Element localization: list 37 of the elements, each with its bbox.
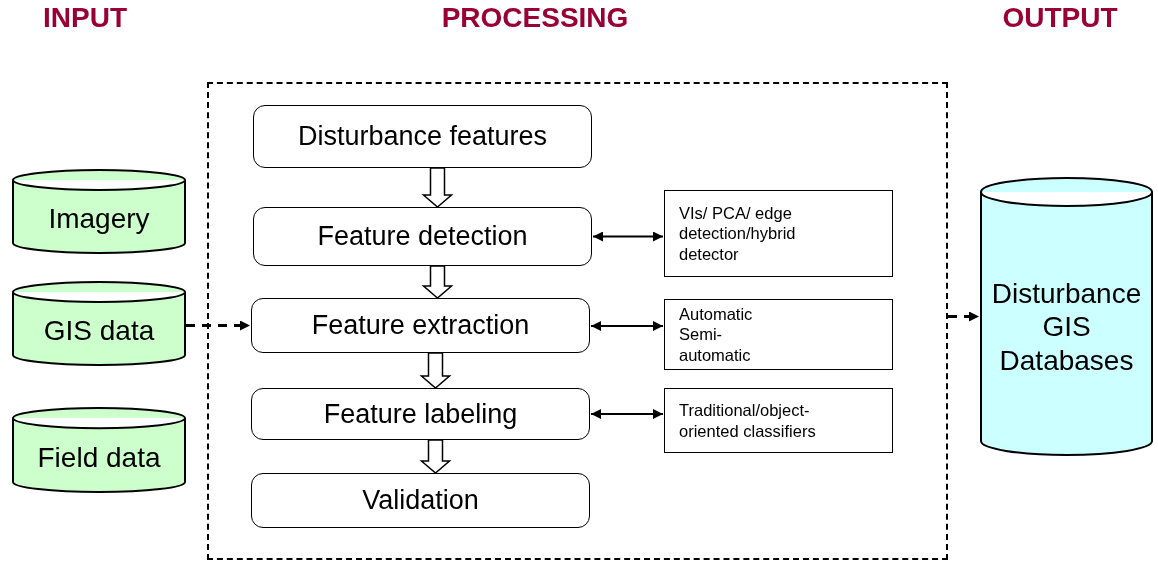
block-arrow [421,167,454,208]
processing-frame [207,82,948,560]
process-box [253,105,592,168]
node-label: Traditional/object-oriented classifiers [679,399,817,442]
arrow [948,311,979,322]
node-label: Automatic Semi-automatic [679,303,754,366]
arrow [186,320,250,331]
process-box [253,207,592,266]
arrow [590,321,664,331]
column-heading: OUTPUT [1002,2,1118,34]
node-label: Disturbance features [297,121,548,152]
arrow [592,231,664,242]
node-label: Imagery [48,202,150,236]
method-box [664,299,893,370]
node-label: Disturbance GIS Databases [990,276,1143,378]
node-label: GIS data [43,314,155,348]
database-cylinder [12,408,186,492]
node-label: Feature extraction [311,310,530,341]
node-label: Validation [362,485,479,516]
database-cylinder [12,170,186,253]
column-heading: PROCESSING [441,2,629,34]
method-box [664,190,893,277]
process-box [251,298,590,353]
node-label: VIs/ PCA/ edge detection/hybrid detector [679,202,797,265]
node-label: Field data [37,440,161,475]
block-arrow [419,352,452,389]
process-box [251,388,590,440]
node-label: Feature labeling [323,398,518,430]
arrow [590,409,664,419]
database-cylinder [12,282,186,365]
block-arrow [421,265,454,299]
process-box [251,473,590,528]
database-cylinder [980,178,1153,455]
node-label: Feature detection [317,221,528,252]
column-heading: INPUT [43,2,127,34]
method-box [664,388,893,453]
block-arrow [419,439,452,474]
